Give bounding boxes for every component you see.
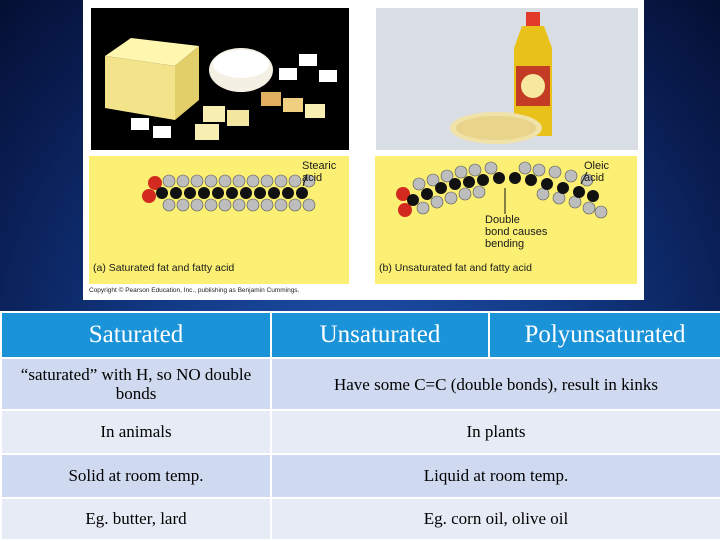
table-row: Eg. butter, lard Eg. corn oil, olive oil [0,497,720,541]
oleic-acid-label: Oleic acid [584,160,610,184]
saturated-caption: (a) Saturated fat and fatty acid [93,262,235,274]
unsaturated-caption: (b) Unsaturated fat and fatty acid [379,262,532,274]
saturated-panel: Stearic acid (a) Saturated fat and fatty… [89,156,349,284]
table-row: Solid at room temp. Liquid at room temp. [0,453,720,499]
oil-photo [376,8,638,150]
table-cell: In plants [270,409,720,455]
table-cell: Eg. butter, lard [0,497,272,541]
table-cell: Solid at room temp. [0,453,272,499]
table-cell: Liquid at room temp. [270,453,720,499]
header-saturated: Saturated [0,311,272,359]
double-bond-note: Double bond causes bending [485,214,548,250]
table-cell: Have some C=C (double bonds), result in … [270,357,720,411]
header-polyunsaturated: Polyunsaturated [488,311,720,359]
table-cell: “saturated” with H, so NO double bonds [0,357,272,411]
table-cell: Eg. corn oil, olive oil [270,497,720,541]
fat-figure: Stearic acid (a) Saturated fat and fatty… [83,0,644,300]
unsaturated-panel: Oleic acid Double bond causes bending (b… [375,156,637,284]
comparison-table: Saturated Unsaturated Polyunsaturated “s… [0,311,720,541]
butter-photo [91,8,349,150]
copyright-text: Copyright © Pearson Education, Inc., pub… [89,287,300,294]
table-header-row: Saturated Unsaturated Polyunsaturated [0,311,720,359]
table-row: In animals In plants [0,409,720,455]
table-row: “saturated” with H, so NO double bonds H… [0,357,720,411]
header-unsaturated: Unsaturated [270,311,490,359]
stearic-acid-label: Stearic acid [302,160,337,184]
table-cell: In animals [0,409,272,455]
